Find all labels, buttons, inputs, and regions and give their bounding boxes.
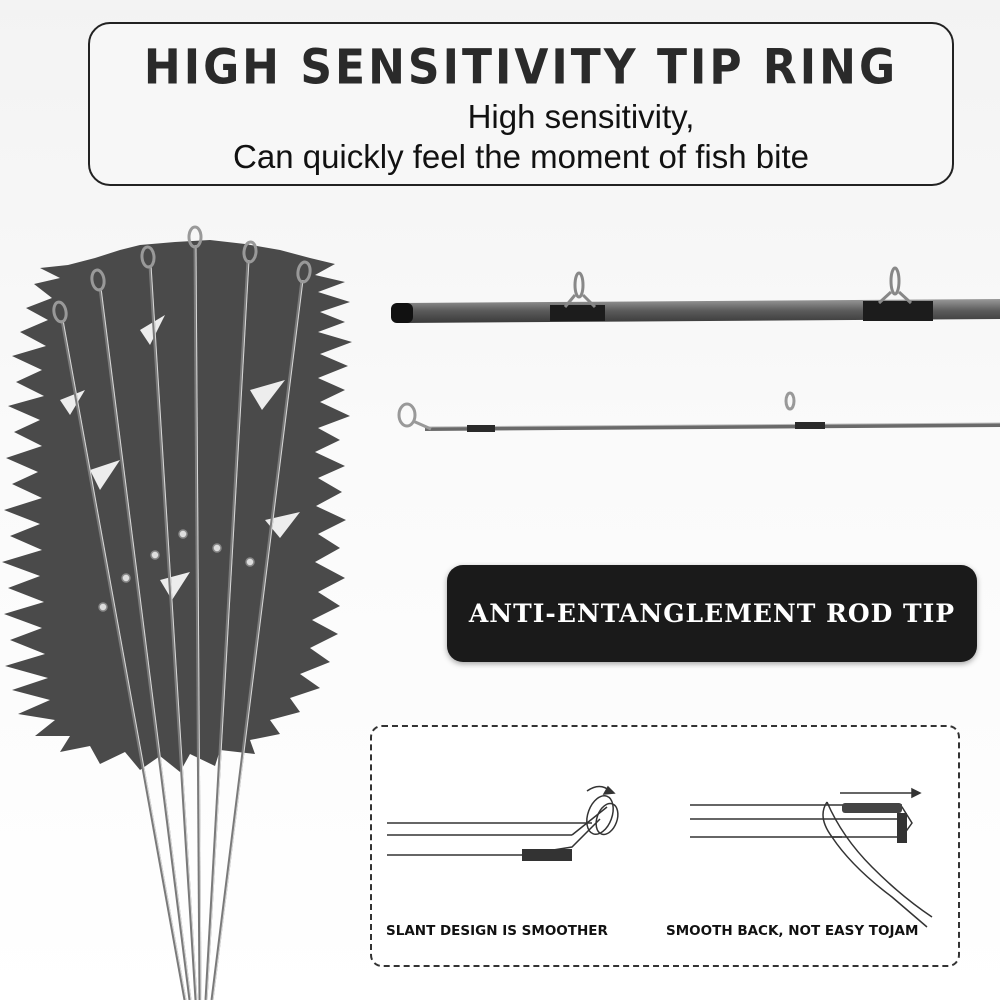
rod-blanks <box>60 244 304 1000</box>
line-guide-diagram-icon <box>387 785 933 928</box>
splash-highlights <box>60 315 300 600</box>
left-guide-diagram <box>387 785 619 856</box>
rod-upper-blank <box>395 299 1000 323</box>
left-caption: SLANT DESIGN IS SMOOTHER <box>386 923 608 939</box>
header-subtitle-line1: High sensitivity, <box>467 98 695 135</box>
tip-rings <box>52 225 312 324</box>
header-title: HIGH SENSITIVITY TIP RING <box>143 39 899 96</box>
anti-entanglement-banner: ANTI-ENTANGLEMENT ROD TIP <box>447 565 977 662</box>
header-subtitle-line2: Can quickly feel the moment of fish bite <box>233 138 809 175</box>
small-guides <box>98 529 255 612</box>
banner-text: ANTI-ENTANGLEMENT ROD TIP <box>468 599 956 628</box>
rod-tips-fan-icon <box>2 225 352 1000</box>
fishing-rod-icon <box>391 266 1000 432</box>
header-box: HIGH SENSITIVITY TIP RING High sensitivi… <box>88 22 954 186</box>
rod-tips-fan-illustration <box>0 220 360 1000</box>
splash-shape <box>2 240 352 772</box>
rod-upper-end-cap <box>391 303 413 323</box>
rod-lower-blank <box>424 423 1000 431</box>
rod-sections-illustration <box>385 255 1000 455</box>
right-caption: SMOOTH BACK, NOT EASY TOJAM <box>666 923 919 939</box>
guide-diagram-box: SLANT DESIGN IS SMOOTHER SMOOTH BACK, NO… <box>370 725 960 967</box>
